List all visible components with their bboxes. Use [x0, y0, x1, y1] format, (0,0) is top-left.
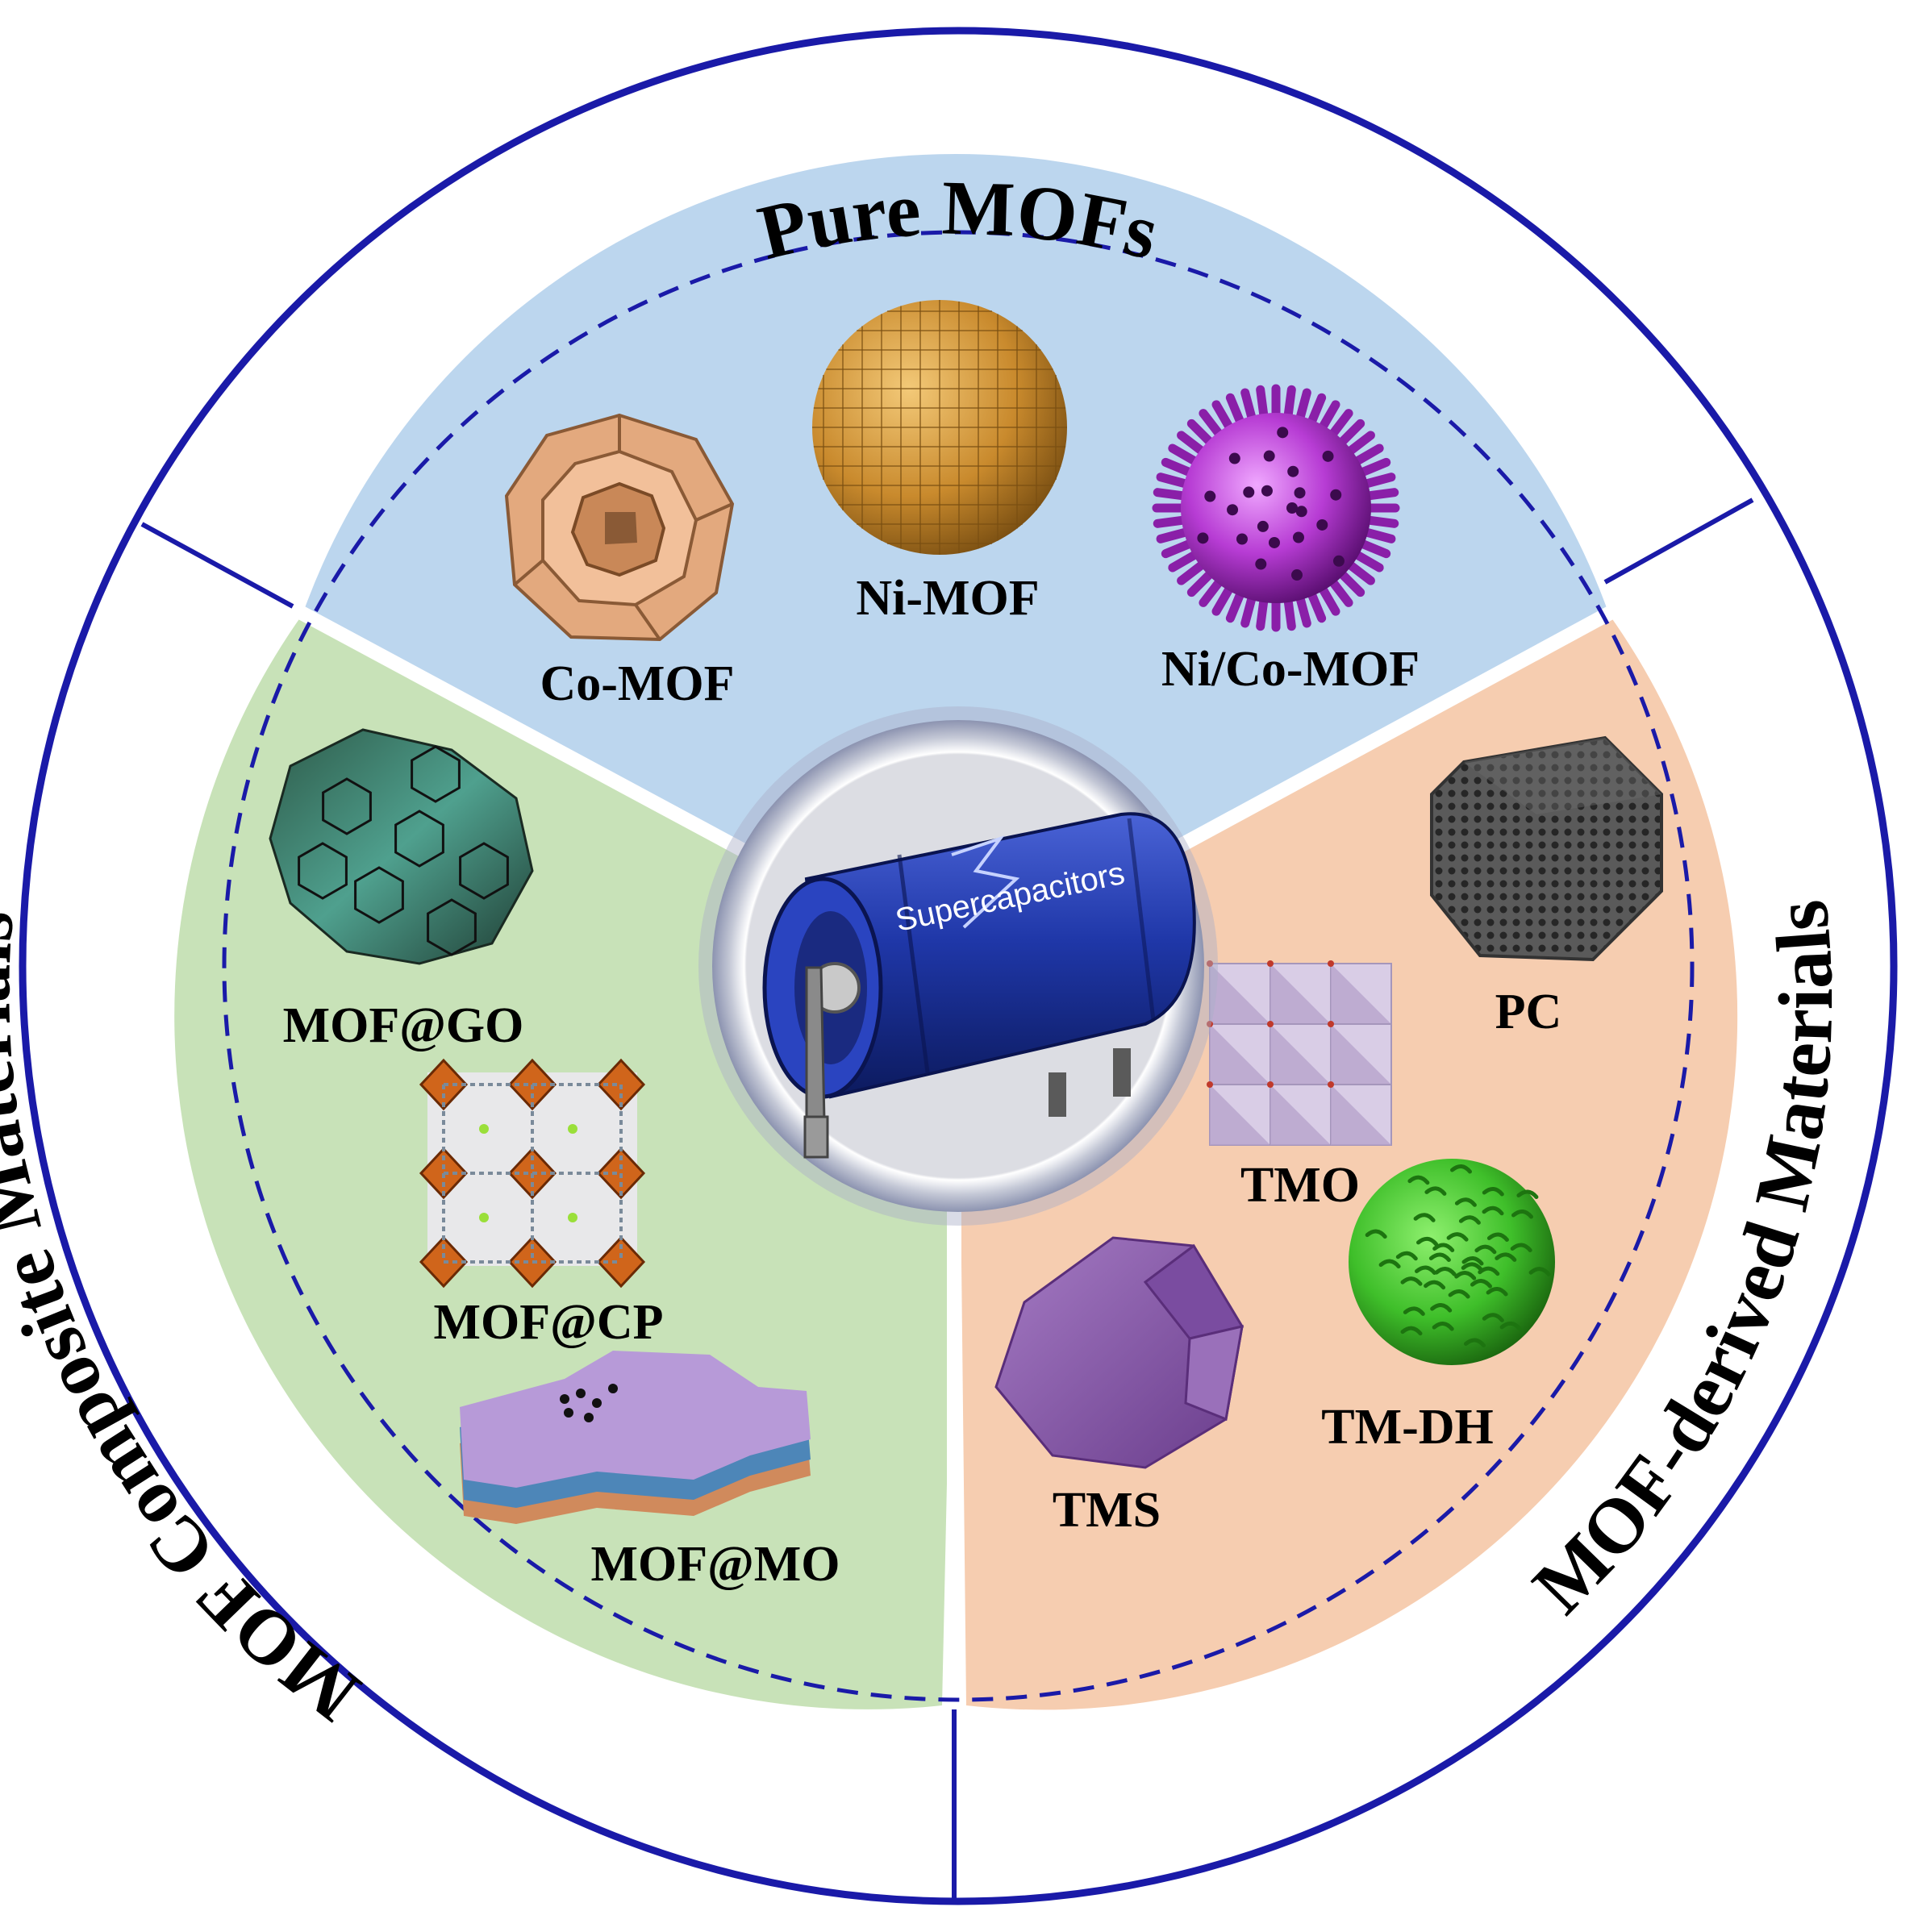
- layered-sheet-icon: [460, 1351, 811, 1524]
- label-pc: PC: [1495, 985, 1562, 1039]
- ring-dividers: [140, 498, 1754, 1901]
- sector-pure-mofs: [302, 153, 1609, 967]
- framework-lattice-icon: [419, 1058, 646, 1289]
- dodecahedron-icon: [994, 1236, 1245, 1469]
- flower-sphere-icon: [1349, 1159, 1555, 1365]
- label-tmo: TMO: [1240, 1158, 1360, 1213]
- label-co-mof: Co-MOF: [540, 656, 734, 711]
- label-mof-go: MOF@GO: [283, 998, 524, 1053]
- label-ni-mof: Ni-MOF: [856, 571, 1039, 626]
- label-mof-mo: MOF@MO: [590, 1537, 840, 1592]
- label-nico-mof: Ni/Co-MOF: [1161, 642, 1420, 697]
- label-tms: TMS: [1053, 1483, 1161, 1538]
- label-mof-cp: MOF@CP: [434, 1295, 664, 1350]
- porous-polyhedron-icon: [1430, 735, 1663, 962]
- label-tm-dh: TM-DH: [1321, 1400, 1494, 1455]
- graphene-mof-icon: [269, 728, 534, 965]
- capacitor-icon: Supercapacitors: [762, 812, 1196, 1159]
- dashed-boundary: [222, 230, 1695, 1702]
- rose-crystal-icon: [504, 413, 735, 642]
- faceted-sphere-icon: [812, 300, 1067, 555]
- octahedral-lattice-icon: [1207, 960, 1392, 1146]
- spiky-sphere-icon: [1152, 384, 1400, 632]
